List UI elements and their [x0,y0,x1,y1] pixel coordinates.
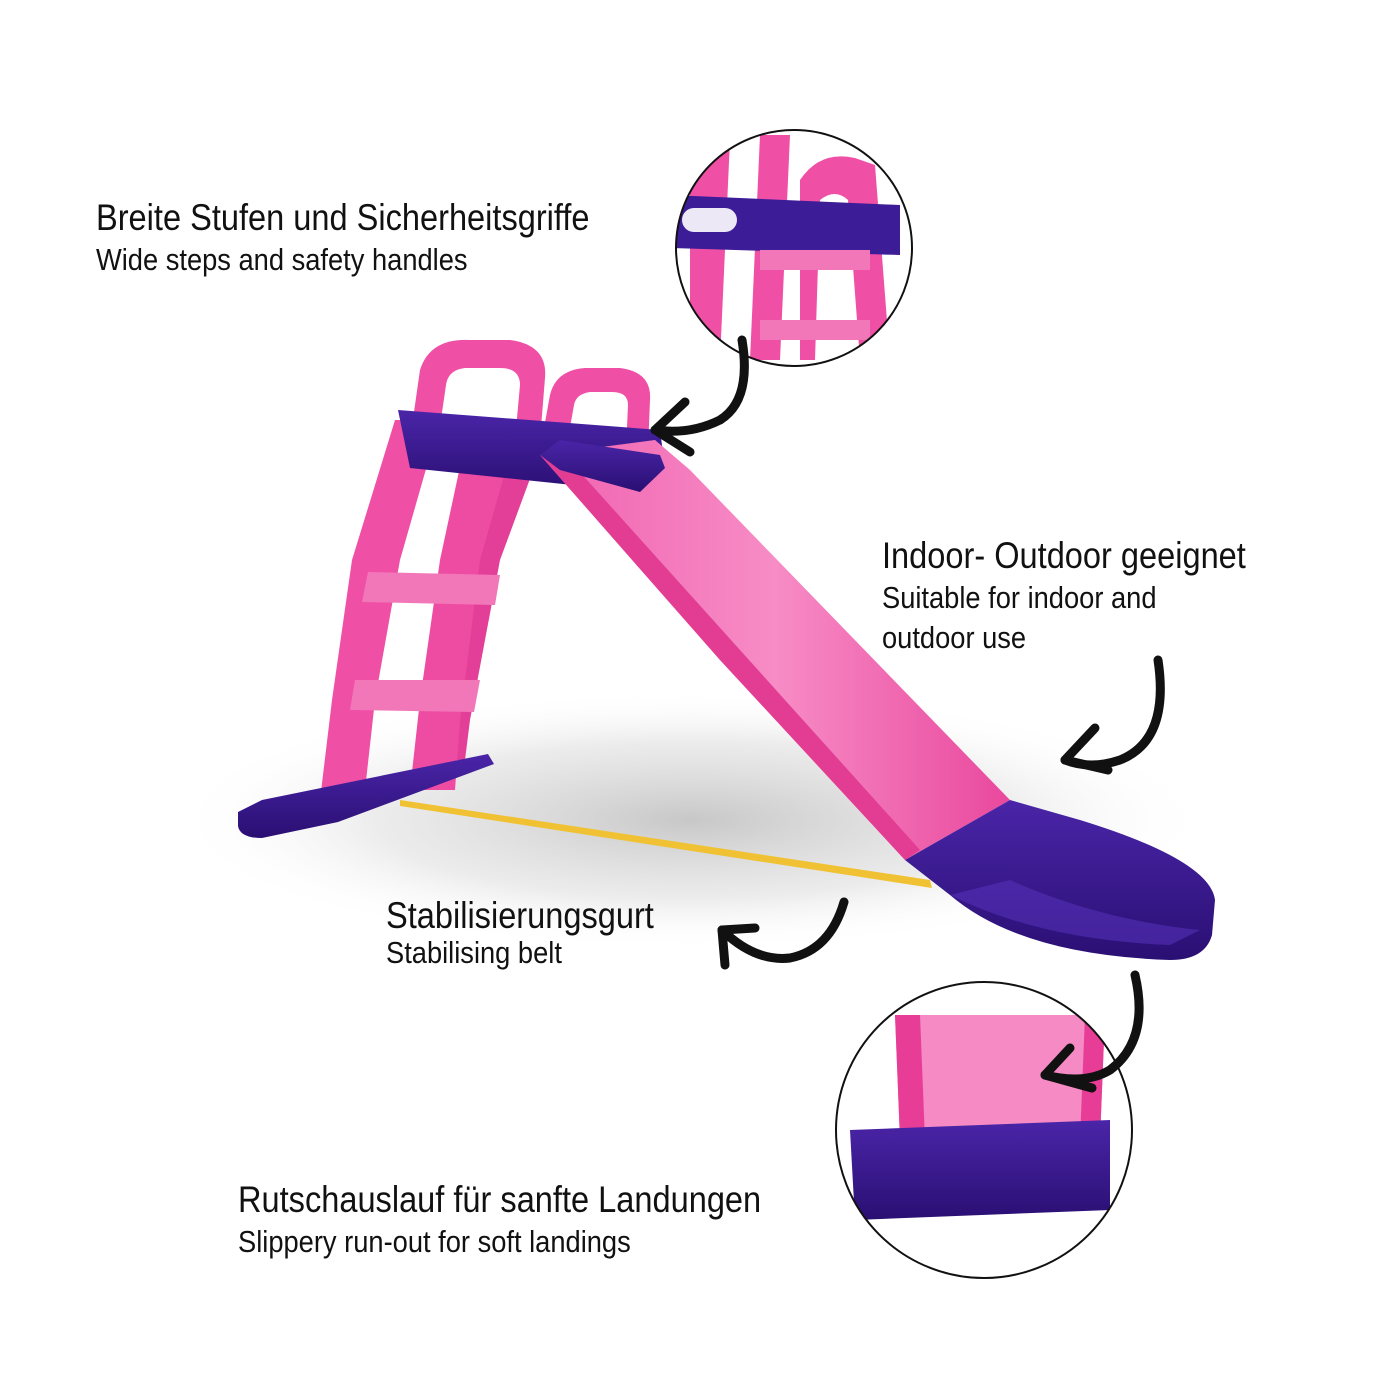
caption-steps-en: Wide steps and safety handles [96,242,468,277]
slide-top-cap [540,440,665,492]
ladder-step-2 [350,680,480,712]
ladder-rail-back [440,430,548,760]
caption-indoor-de: Indoor- Outdoor geeignet [882,535,1246,576]
curved-arrow-icon [717,897,849,970]
ladder [238,339,665,838]
zoom-circle-top [675,129,913,367]
curved-arrow-icon [650,335,749,457]
caption-indoor-en-line1: Suitable for indoor and [882,580,1157,615]
caption-runout: Rutschauslauf für sanfte Landungen Slipp… [238,1178,832,1262]
caption-indoor-outdoor: Indoor- Outdoor geeignet Suitable for in… [882,534,1295,658]
caption-steps-de: Breite Stufen und Sicherheitsgriffe [96,197,590,238]
caption-belt-en: Stabilising belt [386,935,562,970]
curved-arrow-icon [1040,970,1144,1093]
caption-steps: Breite Stufen und Sicherheitsgriffe Wide… [96,196,657,280]
caption-indoor-en-line2: outdoor use [882,620,1027,655]
ladder-foot [238,754,494,838]
ladder-rail-left [320,420,440,800]
slide-edge [540,450,920,860]
caption-belt: Stabilisierungsgurt Stabilising belt [386,896,690,970]
slide-body [540,440,1010,860]
zoom-circle-bottom [835,981,1133,1279]
slide-runout [905,800,1215,960]
ladder-step-1 [362,572,500,605]
slide-chute [540,440,1215,960]
curved-arrow-icon [1060,655,1165,775]
stabilising-belt [400,800,932,888]
runout-lip [950,880,1200,945]
caption-belt-de: Stabilisierungsgurt [386,895,654,936]
handle-left [410,339,546,440]
caption-runout-en: Slippery run-out for soft landings [238,1224,631,1259]
caption-runout-de: Rutschauslauf für sanfte Landungen [238,1179,762,1220]
